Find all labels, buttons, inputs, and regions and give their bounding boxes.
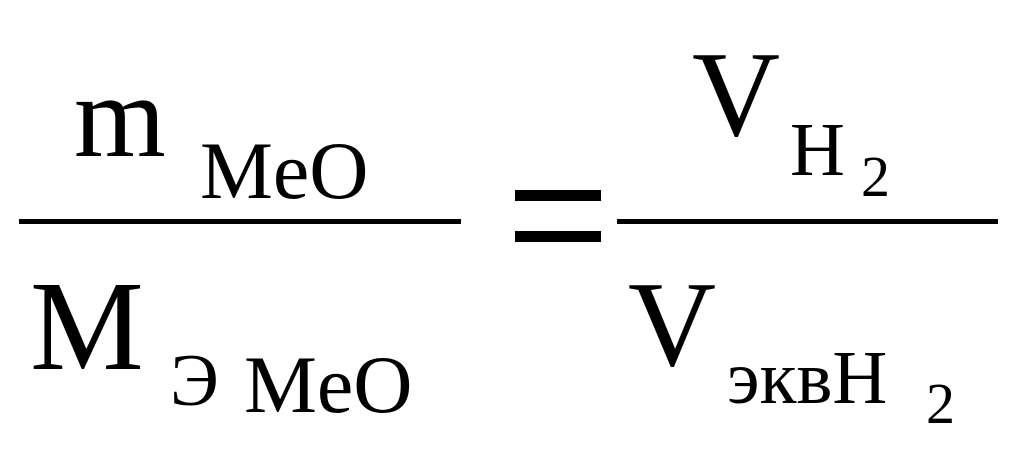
molar-mass-subscript: MeO bbox=[244, 339, 413, 430]
mass-subscript: MeO bbox=[200, 125, 369, 216]
equivalent-volume-subscript: эквH bbox=[727, 336, 888, 420]
equivalent-subscript: Э bbox=[170, 340, 219, 422]
left-fraction-bar bbox=[19, 219, 461, 224]
volume-subscript-index: 2 bbox=[861, 144, 890, 209]
equivalent-volume-symbol: V bbox=[628, 257, 717, 392]
right-fraction-bar bbox=[617, 219, 998, 224]
mass-symbol: m bbox=[74, 51, 166, 182]
molar-mass-symbol: M bbox=[30, 255, 144, 397]
equals-top-bar bbox=[515, 190, 601, 201]
volume-symbol: V bbox=[692, 27, 781, 162]
equals-bottom-bar bbox=[515, 231, 601, 242]
volume-subscript: H bbox=[790, 108, 845, 192]
equivalent-volume-subscript-index: 2 bbox=[926, 371, 955, 436]
